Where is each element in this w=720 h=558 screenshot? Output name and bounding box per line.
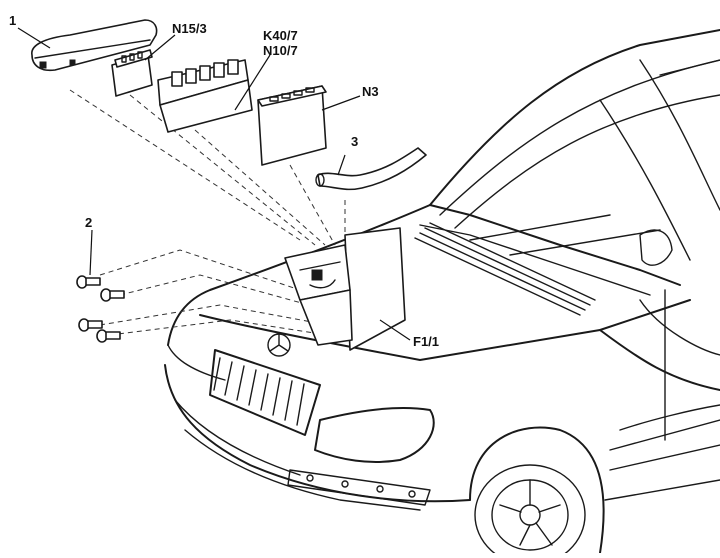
- fuse-box-f1-1: [284, 227, 406, 351]
- label-n10-7: N10/7: [263, 43, 298, 58]
- label-part-1: 1: [9, 13, 17, 28]
- drain-hose: [315, 147, 427, 191]
- label-k40-7: K40/7: [263, 28, 298, 43]
- bolt-icon: [76, 275, 101, 289]
- label-f1-1: F1/1: [413, 334, 440, 349]
- fuse-box-cover: [31, 19, 158, 72]
- bolt-icon: [100, 288, 125, 302]
- label-n3: N3: [362, 84, 379, 99]
- leader-lines: [17, 27, 411, 341]
- label-part-2: 2: [85, 215, 93, 230]
- bolt-icon: [96, 329, 121, 343]
- label-n15-3: N15/3: [172, 21, 207, 36]
- label-part-3: 3: [351, 134, 359, 149]
- relay-block-k40-7-n10-7: [157, 59, 253, 133]
- control-unit-n3: [257, 85, 327, 166]
- mounting-bolts: [76, 275, 125, 343]
- bolt-icon: [78, 318, 103, 332]
- relay-module-n15-3: [111, 49, 153, 97]
